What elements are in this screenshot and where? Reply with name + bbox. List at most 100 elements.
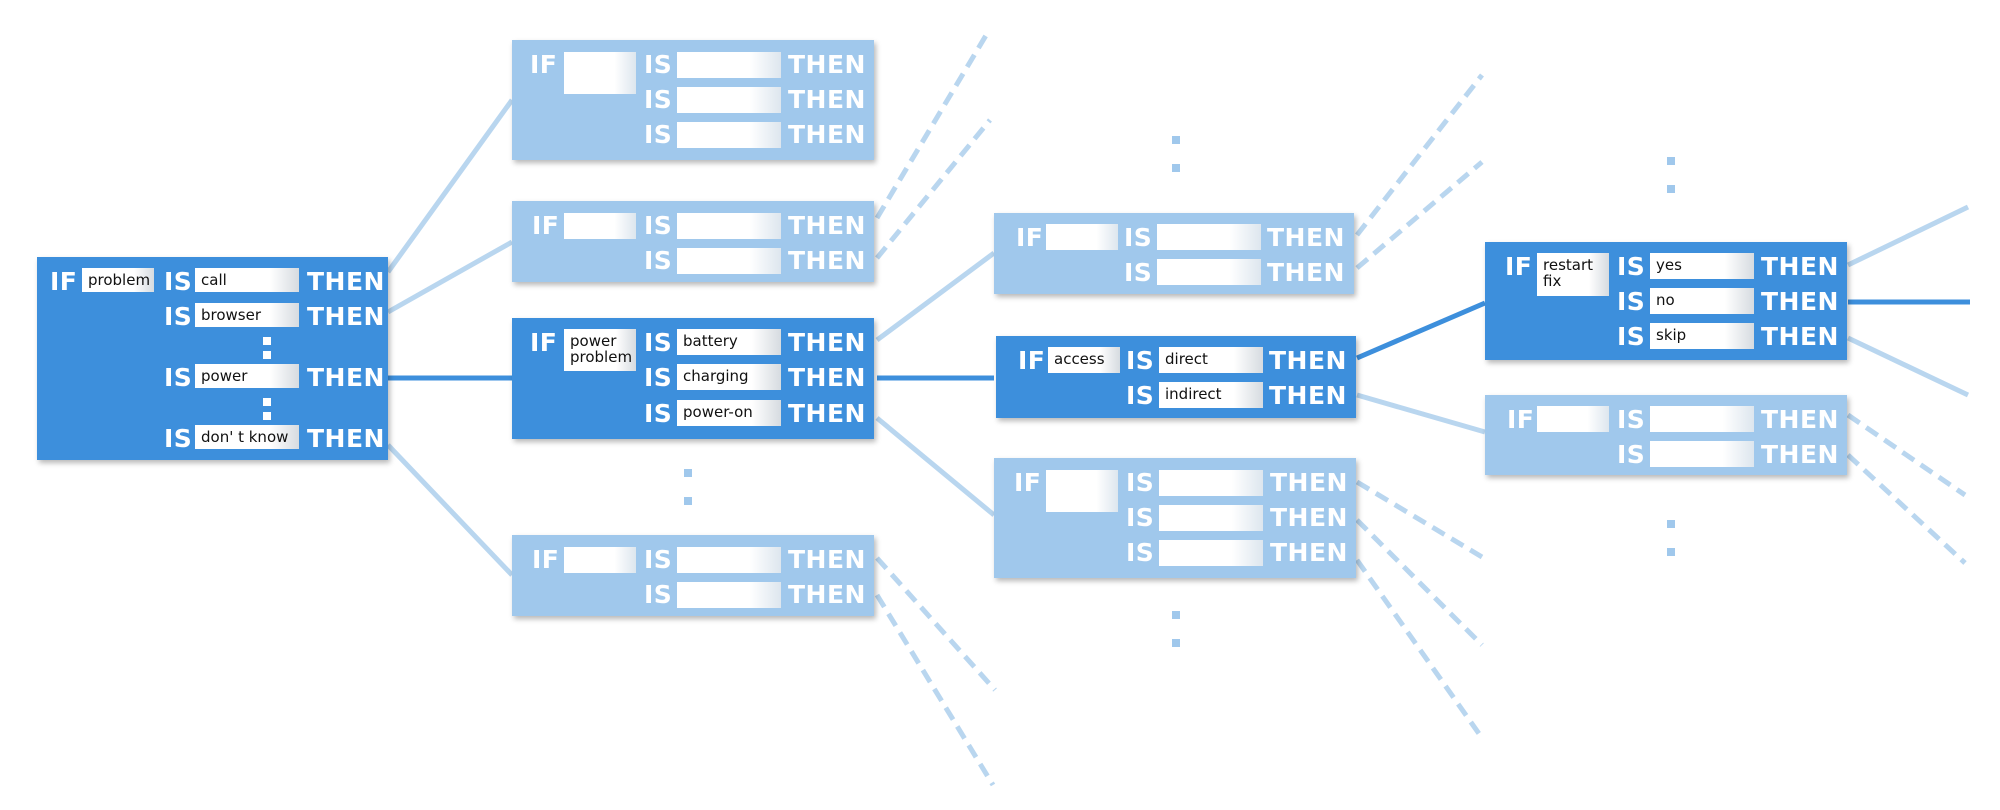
edge-stub: [1846, 453, 1967, 565]
restart-rule-box: IF restart fix IS yes THEN IS no THEN IS…: [1485, 242, 1847, 360]
is-keyword: IS: [1124, 223, 1153, 252]
is-keyword: IS: [1126, 346, 1155, 375]
edge: [1356, 300, 1486, 361]
if-keyword: IF: [50, 267, 78, 296]
value-field: [677, 248, 781, 274]
is-keyword: IS: [1617, 287, 1646, 316]
condition-field: [564, 52, 636, 94]
is-keyword: IS: [1126, 468, 1155, 497]
value-field: no: [1650, 288, 1754, 314]
edge-stub: [1354, 558, 1485, 740]
ellipsis-dot: [1667, 157, 1675, 165]
then-keyword: THEN: [1761, 252, 1839, 281]
is-keyword: IS: [1617, 322, 1646, 351]
edge-stub: [1355, 518, 1484, 647]
ellipsis-dot: [1172, 611, 1180, 619]
value-field: battery: [677, 329, 781, 355]
edge: [875, 250, 996, 343]
ellipsis-dot: [1667, 185, 1675, 193]
if-keyword: IF: [1016, 223, 1044, 252]
is-keyword: IS: [644, 545, 673, 574]
is-keyword: IS: [1126, 538, 1155, 567]
ellipsis-dot: [263, 337, 271, 345]
value-field: call: [195, 268, 299, 292]
ellipsis-dot: [1667, 548, 1675, 556]
rule-box-placeholder: IF IS THEN IS THEN: [1485, 395, 1847, 475]
is-keyword: IS: [644, 211, 673, 240]
value-field: [1650, 441, 1754, 467]
if-keyword: IF: [1507, 405, 1535, 434]
root-rule-box: IF problem IS call THEN IS browser THEN …: [37, 257, 388, 460]
if-keyword: IF: [530, 328, 558, 357]
value-field: [1157, 224, 1261, 250]
then-keyword: THEN: [1270, 468, 1348, 497]
then-keyword: THEN: [788, 120, 866, 149]
condition-field: problem: [82, 268, 154, 292]
value-field: charging: [677, 364, 781, 390]
ellipsis-dot: [684, 497, 692, 505]
then-keyword: THEN: [788, 246, 866, 275]
is-keyword: IS: [1126, 503, 1155, 532]
is-keyword: IS: [644, 328, 673, 357]
if-keyword: IF: [1505, 252, 1533, 281]
is-keyword: IS: [644, 399, 673, 428]
then-keyword: THEN: [1269, 381, 1347, 410]
access-rule-box: IF access IS direct THEN IS indirect THE…: [996, 336, 1356, 418]
is-keyword: IS: [1124, 258, 1153, 287]
ellipsis-dot: [263, 351, 271, 359]
then-keyword: THEN: [1761, 287, 1839, 316]
ellipsis-dot: [1667, 520, 1675, 528]
ellipsis-dot: [1172, 639, 1180, 647]
value-field: power-on: [677, 400, 781, 426]
then-keyword: THEN: [788, 85, 866, 114]
power-rule-box: IF power problem IS battery THEN IS char…: [512, 318, 874, 439]
then-keyword: THEN: [307, 302, 385, 331]
rule-box-placeholder: IF IS THEN IS THEN IS THEN: [512, 40, 874, 160]
value-field: [1159, 540, 1263, 566]
then-keyword: THEN: [788, 50, 866, 79]
value-field: [677, 122, 781, 148]
edge-stub: [875, 556, 997, 692]
then-keyword: THEN: [307, 424, 385, 453]
value-field: [1650, 406, 1754, 432]
if-keyword: IF: [1014, 468, 1042, 497]
condition-field: [564, 547, 636, 573]
value-field: browser: [195, 303, 299, 327]
value-field: indirect: [1159, 382, 1263, 408]
edge-stub: [1355, 479, 1484, 560]
is-keyword: IS: [164, 424, 193, 453]
value-field: don' t know: [195, 425, 299, 449]
condition-field: restart fix: [1537, 253, 1609, 296]
ellipsis-dot: [1172, 136, 1180, 144]
is-keyword: IS: [1617, 252, 1646, 281]
value-field: [1157, 259, 1261, 285]
then-keyword: THEN: [788, 399, 866, 428]
is-keyword: IS: [1617, 440, 1646, 469]
is-keyword: IS: [644, 50, 673, 79]
rule-box-placeholder: IF IS THEN IS THEN: [512, 201, 874, 282]
is-keyword: IS: [164, 267, 193, 296]
then-keyword: THEN: [1761, 405, 1839, 434]
is-keyword: IS: [644, 85, 673, 114]
ellipsis-dot: [684, 469, 692, 477]
is-keyword: IS: [164, 302, 193, 331]
edge: [1846, 204, 1970, 268]
ellipsis-dot: [1172, 164, 1180, 172]
edge-stub: [1355, 73, 1484, 237]
then-keyword: THEN: [1267, 258, 1345, 287]
is-keyword: IS: [644, 580, 673, 609]
then-keyword: THEN: [788, 211, 866, 240]
value-field: skip: [1650, 323, 1754, 349]
then-keyword: THEN: [788, 580, 866, 609]
then-keyword: THEN: [1267, 223, 1345, 252]
rule-box-placeholder: IF IS THEN IS THEN: [512, 535, 874, 616]
edge-stub: [1846, 412, 1967, 498]
is-keyword: IS: [644, 363, 673, 392]
is-keyword: IS: [1126, 381, 1155, 410]
is-keyword: IS: [644, 246, 673, 275]
value-field: power: [195, 364, 299, 388]
then-keyword: THEN: [1761, 440, 1839, 469]
then-keyword: THEN: [1270, 503, 1348, 532]
edge: [385, 98, 515, 274]
if-keyword: IF: [530, 50, 558, 79]
